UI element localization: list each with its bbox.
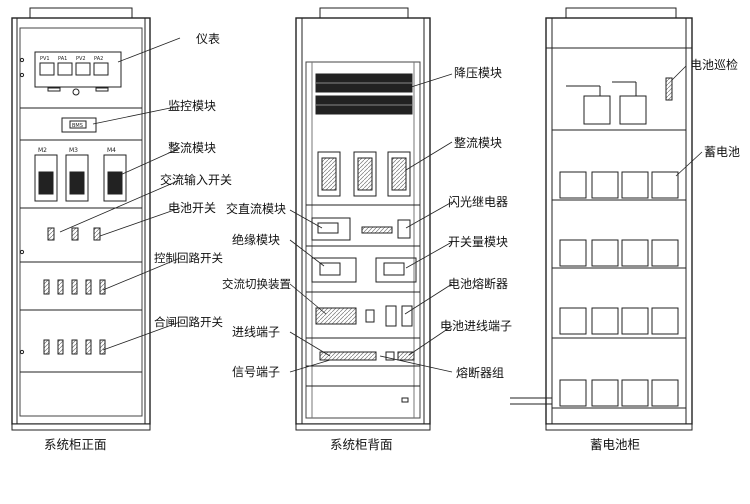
- label-battery-inspection: 电池巡检: [690, 58, 739, 72]
- battery-cabinet: [510, 7, 693, 431]
- label-back-rectifier-module: 整流模块: [454, 136, 503, 150]
- ac-battery-switches: [47, 227, 101, 241]
- module-tag: M4: [107, 147, 116, 154]
- label-ac-switching-device: 交流切换装置: [222, 277, 291, 291]
- battery-row-1: [559, 171, 679, 199]
- label-rectifier-module: 整流模块: [168, 141, 217, 155]
- label-instruments: 仪表: [196, 32, 221, 46]
- back-cabinet: [295, 7, 431, 431]
- monitor-tag: BMS: [72, 123, 83, 129]
- label-battery-fuse: 电池熔断器: [448, 277, 509, 291]
- label-battery: 蓄电池: [704, 145, 741, 159]
- front-rectifier-modules: M2 M3 M4: [34, 147, 127, 202]
- label-ac-input-switch: 交流输入开关: [160, 173, 233, 187]
- front-leaders: [59, 37, 181, 351]
- label-monitor-module: 监控模块: [168, 99, 217, 113]
- module-tag: M2: [38, 147, 47, 154]
- module-tag: M3: [69, 147, 78, 154]
- label-signal-terminal: 信号端子: [232, 365, 281, 379]
- battery-row-4: [559, 379, 679, 407]
- battery-row-3: [559, 307, 679, 335]
- label-closing-circuit-switch: 合闸回路开关: [154, 315, 223, 329]
- label-step-down-module: 降压模块: [454, 66, 503, 80]
- caption-back: 系统柜背面: [330, 437, 393, 452]
- label-flash-relay: 闪光继电器: [448, 195, 509, 209]
- front-cabinet: PV1 PA1 PV2 PA2 BMS M2 M3 M4: [11, 7, 151, 431]
- battery-leaders: [671, 65, 703, 177]
- back-leaders: [289, 73, 453, 373]
- meter-tag: PV1: [40, 56, 50, 62]
- meter-tag: PV2: [76, 56, 86, 62]
- label-ac-dc-module: 交直流模块: [226, 202, 287, 216]
- label-fuse-group: 熔断器组: [456, 366, 505, 380]
- battery-row-2: [559, 239, 679, 267]
- meter-tag: PA2: [94, 56, 103, 62]
- label-control-circuit-switch: 控制回路开关: [154, 251, 223, 265]
- caption-battery: 蓄电池柜: [590, 437, 641, 452]
- label-inlet-terminal: 进线端子: [232, 325, 281, 339]
- meter-tag: PA1: [58, 56, 67, 62]
- label-battery-inlet-terminal: 电池进线端子: [440, 319, 513, 333]
- closing-circuit-switches: [43, 339, 106, 355]
- step-down-modules: [315, 73, 413, 115]
- back-rectifier-modules: [317, 151, 411, 197]
- label-switch-quantity-module: 开关量模块: [448, 235, 509, 249]
- label-battery-switch: 电池开关: [168, 201, 217, 215]
- caption-front: 系统柜正面: [44, 437, 107, 452]
- meter-group: PV1 PA1 PV2 PA2: [39, 56, 109, 76]
- control-circuit-switches: [43, 279, 106, 295]
- label-insulation-module: 绝缘模块: [232, 233, 281, 247]
